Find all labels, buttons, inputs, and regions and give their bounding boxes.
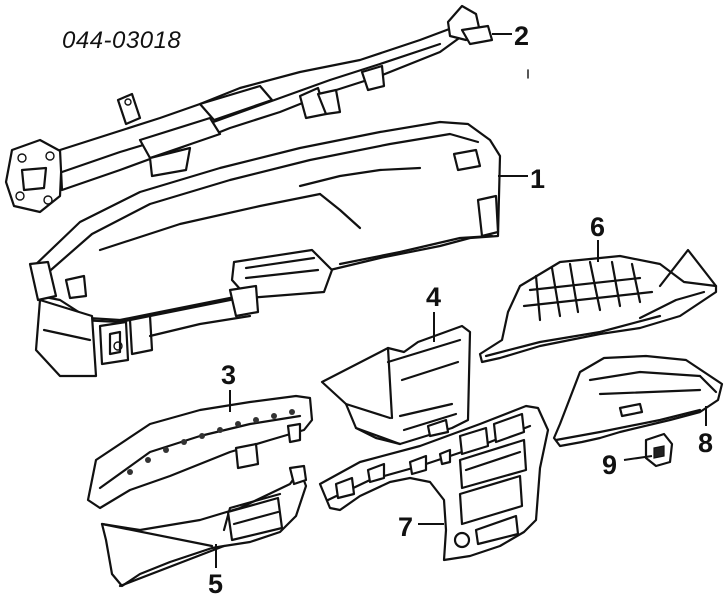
part-5-lower-left-panel — [100, 464, 308, 588]
part-3-upper-left-panel — [86, 394, 314, 510]
callout-numbers: 2 1 6 4 3 5 7 8 9 — [208, 21, 713, 599]
callout-2: 2 — [514, 21, 529, 51]
part-7-center-bezel — [318, 404, 550, 562]
part-9-latch — [644, 432, 674, 468]
part-4-center-box — [320, 324, 472, 446]
part-code-label: 044-03018 — [62, 27, 181, 54]
callout-1: 1 — [530, 164, 545, 194]
part-8-glove-box — [552, 354, 724, 448]
callout-3: 3 — [221, 360, 236, 390]
callout-9: 9 — [602, 450, 617, 480]
part-6-air-duct — [478, 248, 718, 364]
part-1-instrument-panel — [28, 120, 502, 378]
callout-8: 8 — [698, 428, 713, 458]
callout-7: 7 — [398, 512, 413, 542]
leader-lines — [215, 33, 707, 568]
callout-6: 6 — [590, 212, 605, 242]
part-2-reinforcement-beam — [4, 4, 494, 214]
callout-5: 5 — [208, 569, 223, 599]
callout-4: 4 — [426, 282, 441, 312]
